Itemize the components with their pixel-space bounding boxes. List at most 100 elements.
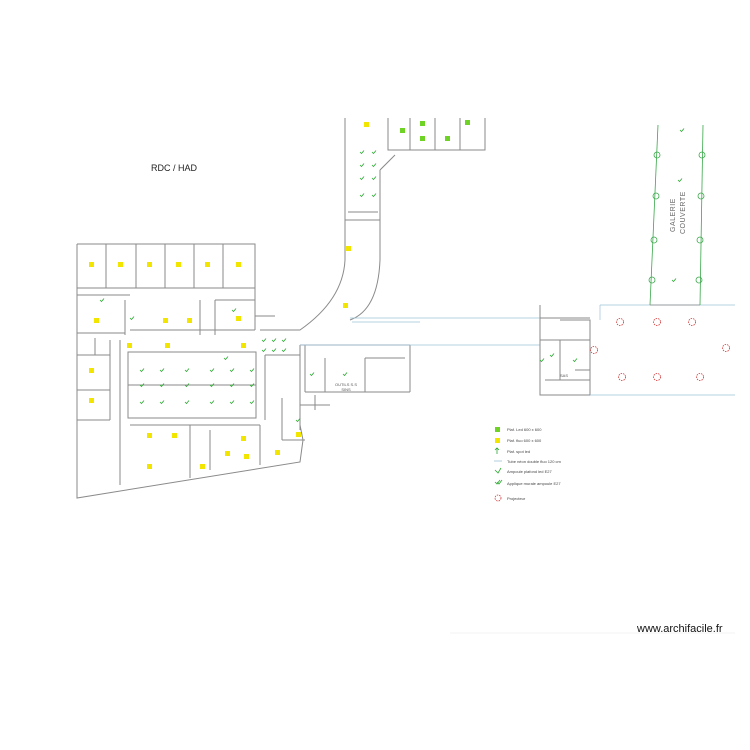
bulb-tick-icon <box>261 348 267 353</box>
yellow-panel-icon <box>364 122 369 127</box>
green-led-panels <box>400 120 470 141</box>
legend-symbols <box>494 427 503 502</box>
projector-icon <box>688 318 696 326</box>
yellow-panel-icon <box>127 343 132 348</box>
east-hall-outline <box>590 304 735 396</box>
red-projectors <box>590 318 730 381</box>
bulb-tick-icon <box>359 163 365 168</box>
gallery-label-line1: GALERIE <box>670 198 677 232</box>
bulb-tick-icon <box>677 178 683 183</box>
yellow-panel-icon <box>241 343 246 348</box>
bulb-tick-icon <box>261 338 267 343</box>
yellow-fluo-panels <box>89 122 369 469</box>
legend-item-1: Plaf. Led 600 x 600 <box>507 427 542 432</box>
north-wing-top-rooms <box>387 118 486 151</box>
bulb-tick-icon <box>359 150 365 155</box>
room-label-outils-line2: SINS <box>341 387 351 392</box>
bulb-tick-icon <box>342 372 348 377</box>
yellow-panel-icon <box>165 343 170 348</box>
yellow-panel-icon <box>94 318 99 323</box>
bulb-tick-icon <box>139 368 145 373</box>
projector-icon <box>696 373 704 381</box>
bulb-tick-icon <box>249 383 255 388</box>
bulb-tick-icon <box>159 400 165 405</box>
east-building-walls <box>539 305 591 396</box>
west-outer-wall <box>76 244 304 499</box>
bulb-tick-icon <box>539 358 545 363</box>
bulb-tick-icon <box>309 372 315 377</box>
legend-wall-light-icon <box>494 479 503 485</box>
bulb-tick-icon <box>129 316 135 321</box>
bulb-tick-icon <box>229 383 235 388</box>
bulb-tick-icon <box>223 356 229 361</box>
green-panel-icon <box>445 136 450 141</box>
yellow-panel-icon <box>236 262 241 267</box>
yellow-panel-icon <box>296 432 301 437</box>
legend-bulb-tick-icon <box>494 467 502 474</box>
west-building-walls <box>76 243 411 499</box>
yellow-panel-icon <box>176 262 181 267</box>
bulb-tick-icon <box>371 150 377 155</box>
bulb-tick-icon <box>371 193 377 198</box>
legend-spot-arrow-icon <box>494 447 500 454</box>
legend-item-5: Ampoule plafond led E27 <box>507 469 552 474</box>
bulb-tick-icon <box>184 368 190 373</box>
watermark-text: www.archifacile.fr <box>637 623 723 635</box>
yellow-panel-icon <box>147 262 152 267</box>
legend-projector-icon <box>494 494 502 502</box>
bulb-tick-icon <box>231 308 237 313</box>
bulb-tick-icon <box>209 383 215 388</box>
bulb-tick-icon <box>209 368 215 373</box>
yellow-panel-icon <box>236 316 241 321</box>
yellow-panel-icon <box>275 450 280 455</box>
bulb-tick-icon <box>99 298 105 303</box>
projector-icon <box>590 346 598 354</box>
green-panel-icon <box>465 120 470 125</box>
north-wing-west-wall <box>260 118 346 331</box>
connecting-corridor <box>300 317 540 346</box>
yellow-panel-icon <box>346 246 351 251</box>
gallery-label: GALERIE <box>670 198 677 232</box>
legend-green-square-icon <box>495 427 500 432</box>
yellow-panel-icon <box>147 464 152 469</box>
bulb-tick-icon <box>679 128 685 133</box>
yellow-panel-icon <box>200 464 205 469</box>
green-panel-icon <box>420 121 425 126</box>
yellow-panel-icon <box>89 398 94 403</box>
yellow-panel-icon <box>118 262 123 267</box>
legend-yellow-square-icon <box>495 438 500 443</box>
room-label-sas: SAS <box>559 373 568 378</box>
projector-icon <box>653 373 661 381</box>
plan-title: RDC / HAD <box>151 163 198 173</box>
legend-item-3: Plaf. spot led <box>507 449 531 454</box>
bulb-tick-icon <box>184 400 190 405</box>
projector-icon <box>616 318 624 326</box>
projector-icon <box>618 373 626 381</box>
bulb-tick-icon <box>281 348 287 353</box>
yellow-panel-icon <box>187 318 192 323</box>
yellow-panel-icon <box>205 262 210 267</box>
projector-icon <box>653 318 661 326</box>
yellow-panel-icon <box>343 303 348 308</box>
legend-item-7: Projecteur <box>507 496 526 501</box>
bulb-tick-icon <box>229 400 235 405</box>
yellow-panel-icon <box>89 262 94 267</box>
bulb-tick-icon <box>139 400 145 405</box>
gallery-label-line2: COUVERTE <box>680 191 687 234</box>
north-outer-wall <box>77 243 256 330</box>
bulb-tick-icon <box>249 368 255 373</box>
bulb-tick-icon <box>229 368 235 373</box>
bulb-tick-icon <box>359 176 365 181</box>
legend-item-4: Tube néon double fluo 120 cm <box>507 459 561 464</box>
bulb-tick-icon <box>209 400 215 405</box>
bulb-tick-icon <box>572 358 578 363</box>
bulb-tick-icon <box>295 418 301 423</box>
covered-gallery <box>648 124 706 306</box>
north-wing-walls <box>260 118 486 331</box>
bulb-tick-icon <box>271 348 277 353</box>
yellow-panel-icon <box>244 454 249 459</box>
north-wing-east-wall <box>349 170 381 321</box>
room-label-outils: OUTILS S.S SINS <box>333 382 359 392</box>
